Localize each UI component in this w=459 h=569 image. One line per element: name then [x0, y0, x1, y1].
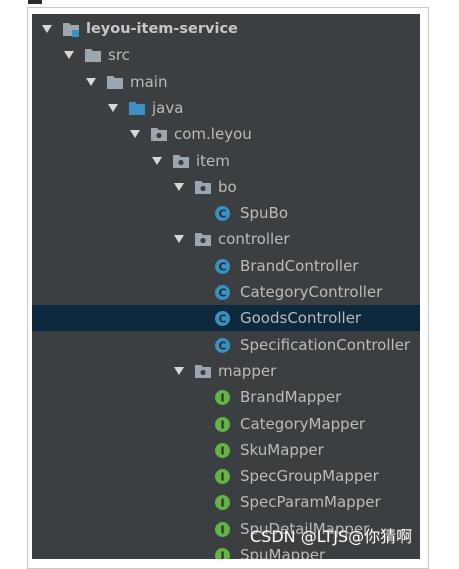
tree-item-label: BrandController	[240, 256, 359, 275]
svg-text:I: I	[220, 523, 224, 536]
svg-text:C: C	[218, 287, 226, 300]
tree-item-skumapper[interactable]: I SkuMapper	[32, 437, 420, 463]
tree-item-label: SpecGroupMapper	[240, 467, 379, 486]
class-icon: C	[214, 284, 231, 301]
tree-item-label: BrandMapper	[240, 388, 342, 407]
svg-text:I: I	[220, 550, 224, 559]
tree-item-label: CategoryMapper	[240, 414, 366, 433]
interface-icon: I	[214, 547, 231, 559]
svg-text:I: I	[220, 444, 224, 457]
expand-arrow-icon[interactable]	[174, 366, 184, 375]
expand-arrow-icon[interactable]	[108, 103, 118, 112]
class-icon: C	[214, 258, 231, 275]
watermark: CSDN @LTJS@你猜啊	[250, 527, 413, 546]
folder-icon	[84, 47, 102, 63]
class-icon: C	[214, 310, 231, 327]
tree-item-src[interactable]: src	[32, 42, 420, 68]
svg-text:C: C	[218, 208, 226, 221]
tree-item-brandcontroller[interactable]: C BrandController	[32, 253, 420, 279]
svg-text:I: I	[220, 497, 224, 510]
tree-item-categorycontroller[interactable]: C CategoryController	[32, 279, 420, 305]
tree-item-label: mapper	[218, 361, 277, 380]
tree-item-label: leyou-item-service	[86, 21, 238, 37]
package-icon	[150, 126, 168, 142]
svg-text:I: I	[220, 392, 224, 405]
tree-item-label: src	[108, 46, 130, 65]
svg-text:C: C	[218, 260, 226, 273]
tree-item-goodscontroller[interactable]: C GoodsController	[32, 305, 420, 332]
tree-item-bo[interactable]: bo	[32, 174, 420, 200]
tree-item-spudetailmapper[interactable]: I SpuDetailMapper	[32, 516, 420, 542]
tree-item-label: main	[130, 72, 168, 91]
tree-item-label: SpecParamMapper	[240, 493, 381, 512]
svg-text:C: C	[218, 313, 226, 326]
interface-icon: I	[214, 442, 231, 459]
expand-arrow-icon[interactable]	[42, 25, 52, 33]
title-icon-fragment	[28, 0, 42, 4]
tree-item-label: SkuMapper	[240, 440, 324, 459]
svg-text:I: I	[220, 471, 224, 484]
tree-item-label: SpuBo	[240, 204, 289, 223]
tree-item-label: CategoryController	[240, 283, 383, 301]
svg-text:I: I	[220, 418, 224, 431]
tree-item-mapper[interactable]: mapper	[32, 358, 420, 384]
tree-item-label: SpuDetailMapper	[240, 519, 370, 538]
tree-item-main[interactable]: main	[32, 69, 420, 95]
tree-item-label: item	[196, 151, 230, 170]
tree-item-java[interactable]: java	[32, 95, 420, 121]
tree-item-controller[interactable]: controller	[32, 226, 420, 252]
expand-arrow-icon[interactable]	[152, 156, 162, 165]
tree-item-label: SpuMapper	[240, 546, 326, 559]
tree-item-label: GoodsController	[240, 309, 362, 328]
tree-item-label: bo	[218, 177, 237, 196]
interface-icon: I	[214, 468, 231, 485]
expand-arrow-icon[interactable]	[174, 235, 184, 244]
interface-icon: I	[214, 389, 231, 406]
tree-item-label: controller	[218, 230, 290, 249]
interface-icon: I	[214, 416, 231, 433]
module-icon	[62, 21, 80, 37]
folder-icon	[106, 74, 124, 90]
tree-item-item[interactable]: item	[32, 148, 420, 174]
tree-item-specparammapper[interactable]: I SpecParamMapper	[32, 489, 420, 515]
svg-text:C: C	[218, 339, 226, 352]
package-icon	[172, 153, 190, 169]
tree-item-label: SpecificationController	[240, 335, 411, 354]
tree-item-label: com.leyou	[174, 125, 252, 144]
tree-item-label: java	[152, 98, 184, 117]
tree-item-brandmapper[interactable]: I BrandMapper	[32, 384, 420, 410]
class-icon: C	[214, 205, 231, 222]
expand-arrow-icon[interactable]	[174, 182, 184, 191]
interface-icon: I	[214, 521, 231, 538]
class-icon: C	[214, 337, 231, 354]
package-icon	[194, 179, 212, 195]
tree-item-specgroupmapper[interactable]: I SpecGroupMapper	[32, 463, 420, 489]
tree-item-specificationcontroller[interactable]: C SpecificationController	[32, 332, 420, 358]
expand-arrow-icon[interactable]	[86, 77, 96, 86]
tree-item-spubo[interactable]: C SpuBo	[32, 200, 420, 226]
expand-arrow-icon[interactable]	[130, 130, 140, 139]
tree-item-categorymapper[interactable]: I CategoryMapper	[32, 411, 420, 437]
source-folder-icon	[128, 100, 146, 116]
tree-item-com-leyou[interactable]: com.leyou	[32, 121, 420, 147]
expand-arrow-icon[interactable]	[64, 51, 74, 60]
interface-icon: I	[214, 494, 231, 511]
package-icon	[194, 363, 212, 379]
package-icon	[194, 231, 212, 247]
tree-item-leyou-item-service[interactable]: leyou-item-service	[32, 16, 420, 42]
